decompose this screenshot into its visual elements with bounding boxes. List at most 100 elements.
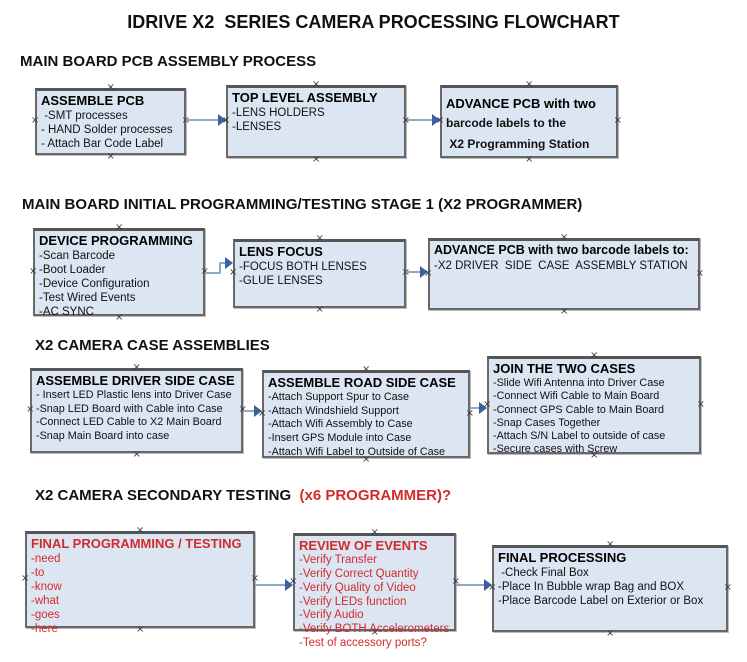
flow-box-device-programming: × × × × DEVICE PROGRAMMING -Scan Barcode… xyxy=(29,223,209,323)
box-line: X2 Programming Station xyxy=(446,137,590,151)
connector-mark: × xyxy=(696,398,705,410)
box-title: ADVANCE PCB with two barcode labels to: xyxy=(434,243,689,257)
box-line: - HAND Solder processes xyxy=(41,124,173,137)
flow-arrow xyxy=(255,579,293,591)
flow-box-top-level-assembly: × × × × TOP LEVEL ASSEMBLY -LENS HOLDERS… xyxy=(222,80,410,165)
flow-box-final-processing: × × × × FINAL PROCESSING -Check Final Bo… xyxy=(488,540,732,639)
box-title: FINAL PROGRAMMING / TESTING xyxy=(31,536,242,551)
box-line: -Verify BOTH Accelerometers xyxy=(299,623,450,636)
connector-mark: × xyxy=(312,79,321,90)
connector-mark: × xyxy=(106,151,115,162)
connector-mark: × xyxy=(606,628,615,639)
connector-mark: × xyxy=(560,232,569,243)
connector-mark: × xyxy=(26,404,35,415)
connector-mark: × xyxy=(31,115,40,126)
section-header-initial-programming: MAIN BOARD INITIAL PROGRAMMING/TESTING S… xyxy=(22,196,583,213)
box-line: -LENS HOLDERS xyxy=(232,107,325,120)
box-title: ASSEMBLE DRIVER SIDE CASE xyxy=(36,373,235,388)
box-title: JOIN THE TWO CASES xyxy=(493,361,636,376)
connector-mark: × xyxy=(362,364,371,375)
flow-box-final-programming-testing: × × × × FINAL PROGRAMMING / TESTING -nee… xyxy=(21,526,259,636)
box-line: -Connect LED Cable to X2 Main Board xyxy=(36,416,222,429)
box-title: REVIEW OF EVENTS xyxy=(299,538,428,553)
flow-arrow xyxy=(406,266,428,278)
box-line: -Boot Loader xyxy=(39,264,106,277)
box-line: -FOCUS BOTH LENSES xyxy=(239,261,367,274)
connector-mark: × xyxy=(312,154,321,165)
flow-box-assemble-road-side-case: × × × × ASSEMBLE ROAD SIDE CASE -Attach … xyxy=(258,365,474,465)
box-line-overflow: -Test of accessory ports? xyxy=(299,637,427,650)
flow-arrow xyxy=(243,405,262,417)
box-line: -Attach Wifi Assembly to Case xyxy=(268,418,413,431)
box-line: barcode labels to the xyxy=(446,116,567,130)
connector-mark: × xyxy=(695,267,704,279)
box-title: FINAL PROCESSING xyxy=(498,550,627,565)
flow-box-lens-focus: × × × × LENS FOCUS -FOCUS BOTH LENSES -G… xyxy=(229,234,410,315)
box-line: -GLUE LENSES xyxy=(239,275,323,288)
connector-mark: × xyxy=(21,573,30,584)
connector-mark: × xyxy=(136,525,145,536)
box-line: -Slide Wifi Antenna into Driver Case xyxy=(493,377,665,390)
flow-arrow-elbow xyxy=(205,257,233,274)
box-line: -AC SYNC xyxy=(39,306,94,319)
box-line: -Scan Barcode xyxy=(39,250,116,263)
box-line: -SMT processes xyxy=(41,110,128,123)
flow-box-advance-pcb-driver-side-station: × × × × ADVANCE PCB with two barcode lab… xyxy=(424,233,704,317)
section-header-case-assemblies: X2 CAMERA CASE ASSEMBLIES xyxy=(35,337,270,354)
flow-box-review-of-events: × × × × REVIEW OF EVENTS -Verify Transfe… xyxy=(289,528,460,650)
connector-mark: × xyxy=(132,449,141,460)
flow-arrow xyxy=(186,114,226,126)
box-line: -X2 DRIVER SIDE CASE ASSEMBLY STATION xyxy=(434,259,688,272)
box-line: -goes xyxy=(31,609,60,622)
box-line: -Verify LEDs function xyxy=(299,595,407,608)
connector-mark: × xyxy=(315,304,324,315)
flow-arrow xyxy=(456,579,492,591)
box-line: -Verify Transfer xyxy=(299,554,377,567)
box-title: LENS FOCUS xyxy=(239,244,323,259)
connector-mark: × xyxy=(106,82,115,93)
box-line: -Snap Main Board into case xyxy=(36,430,170,443)
box-line: -LENSES xyxy=(232,121,282,134)
box-line: -to xyxy=(31,567,45,580)
connector-mark: × xyxy=(525,79,534,90)
box-line: -Connect Wifi Cable to Main Board xyxy=(493,390,660,403)
box-line: -Attach S/N Label to outside of case xyxy=(493,429,666,442)
box-line: -Secure cases with Screw xyxy=(493,443,618,456)
box-line: -Test Wired Events xyxy=(39,292,136,305)
box-line: -need xyxy=(31,553,61,566)
section-header-secondary-testing: X2 CAMERA SECONDARY TESTING (x6 PROGRAMM… xyxy=(35,487,451,504)
box-line: -Verify Quality of Video xyxy=(299,581,416,594)
box-line: -what xyxy=(31,595,60,608)
box-line: -Attach Support Spur to Case xyxy=(268,391,410,404)
box-line: -Check Final Box xyxy=(498,567,589,580)
box-line: -know xyxy=(31,581,62,594)
connector-mark: × xyxy=(115,222,124,233)
box-line: -here xyxy=(31,623,58,636)
flow-box-assemble-driver-side-case: × × × × ASSEMBLE DRIVER SIDE CASE - Inse… xyxy=(26,363,247,460)
box-line: - Attach Bar Code Label xyxy=(41,138,164,151)
flow-box-join-the-two-cases: × × × × JOIN THE TWO CASES -Slide Wifi A… xyxy=(483,351,705,461)
box-title: ASSEMBLE ROAD SIDE CASE xyxy=(268,375,456,390)
box-line: -Snap LED Board with Cable into Case xyxy=(36,402,223,415)
section-header-black-part: X2 CAMERA SECONDARY TESTING xyxy=(35,487,300,504)
box-title: DEVICE PROGRAMMING xyxy=(39,233,193,248)
box-line: -Place In Bubble wrap Bag and BOX xyxy=(498,581,685,594)
flow-arrow xyxy=(470,402,487,414)
box-title: TOP LEVEL ASSEMBLY xyxy=(232,90,378,105)
box-line: -Place Barcode Label on Exterior or Box xyxy=(498,595,704,608)
box-title: ASSEMBLE PCB xyxy=(41,93,145,108)
flow-box-advance-pcb-programming-station: × × × × ADVANCE PCB with two barcode lab… xyxy=(436,80,622,165)
box-line: -Device Configuration xyxy=(39,278,150,291)
box-line: -Attach Wifi Label to Outside of Case xyxy=(268,445,446,458)
box-line: -Connect GPS Cable to Main Board xyxy=(493,403,665,416)
page-title: IDRIVE X2 SERIES CAMERA PROCESSING FLOWC… xyxy=(127,12,620,32)
section-header-pcb-assembly: MAIN BOARD PCB ASSEMBLY PROCESS xyxy=(20,53,317,70)
connector-mark: × xyxy=(606,539,615,550)
connector-mark: × xyxy=(132,362,141,373)
flow-arrow xyxy=(407,114,440,126)
connector-mark: × xyxy=(525,154,534,165)
connector-mark: × xyxy=(613,115,622,126)
connector-mark: × xyxy=(370,527,379,538)
box-line: - Insert LED Plastic lens into Driver Ca… xyxy=(36,389,232,402)
